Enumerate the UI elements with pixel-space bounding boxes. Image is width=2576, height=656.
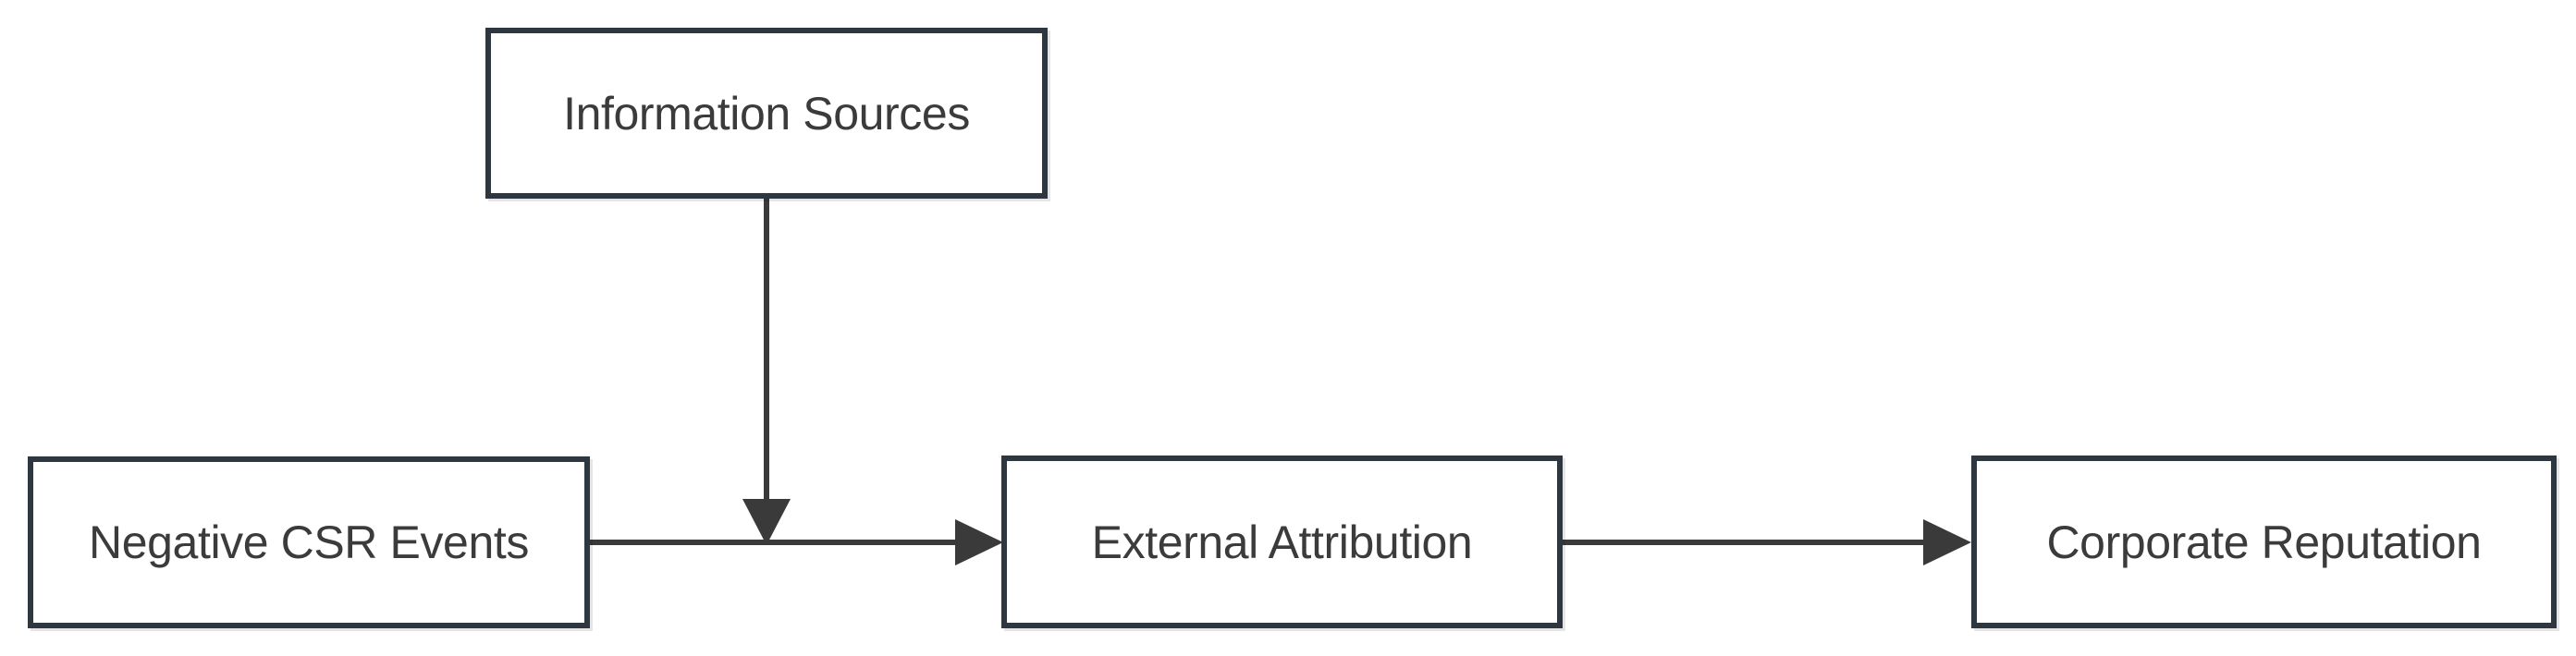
node-label-information-sources: Information Sources [563,87,970,140]
node-label-external-attribution: External Attribution [1091,516,1473,568]
node-information-sources[interactable]: Information Sources [485,28,1048,199]
edge-information-sources-to-path [742,199,791,545]
node-corporate-reputation[interactable]: Corporate Reputation [1971,456,2557,628]
edge-negative-csr-events-to-external-attribution [590,519,1003,565]
node-negative-csr-events[interactable]: Negative CSR Events [28,456,590,628]
edge-attribution-to-reputation-arrowhead-right [1923,519,1971,565]
node-external-attribution[interactable]: External Attribution [1001,456,1563,628]
node-label-negative-csr-events: Negative CSR Events [89,516,529,568]
edge-information-sources-arrowhead-down [742,499,791,545]
edge-external-attribution-to-corporate-reputation [1563,519,1971,565]
node-label-corporate-reputation: Corporate Reputation [2046,516,2482,568]
edge-csr-to-attribution-arrowhead-right [955,519,1003,565]
